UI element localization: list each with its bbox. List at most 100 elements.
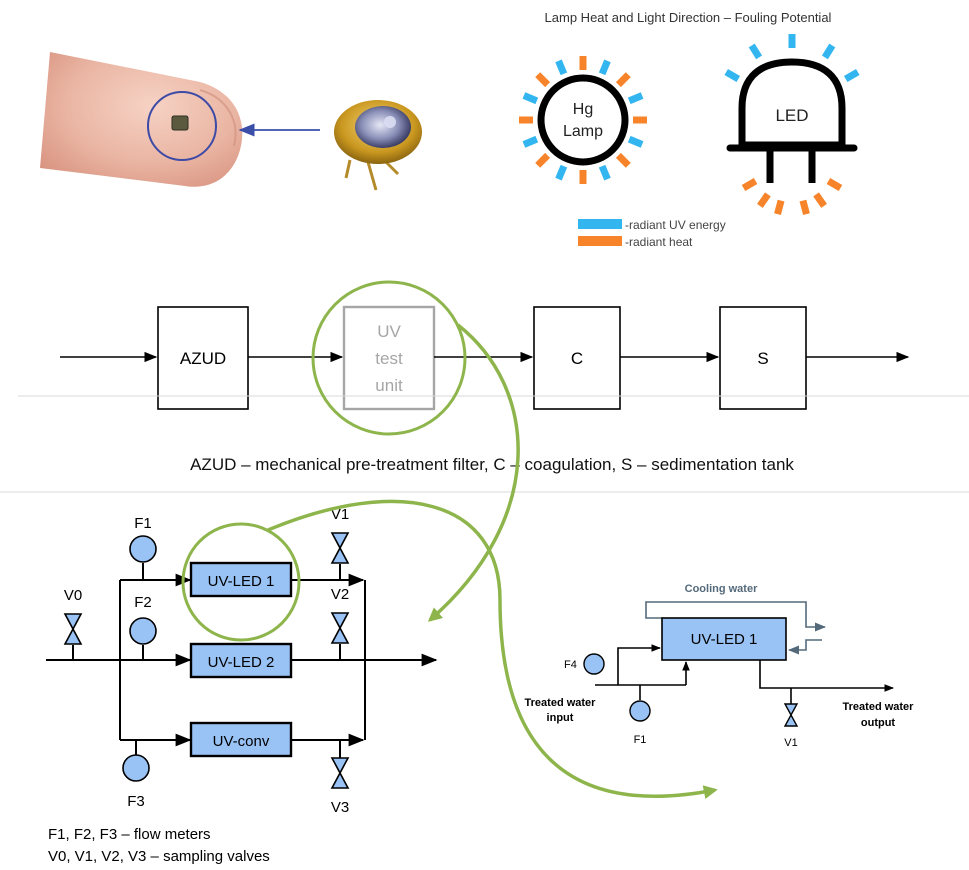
hg-uv-ray: [598, 59, 611, 76]
detail-output-label-line2: output: [861, 717, 896, 729]
radiation-legend: -radiant UV energy -radiant heat: [578, 218, 726, 249]
f2-label: F2: [134, 594, 152, 611]
uv-conv-box: [189, 721, 293, 758]
led-heat-ray: [741, 177, 758, 192]
led-heat-ray: [774, 199, 785, 216]
sampling-valve-v0: V0: [63, 587, 83, 660]
uv-conv-label: UV-conv: [213, 733, 270, 750]
process-train: AZUD UV test unit C S: [60, 305, 910, 411]
hg-uv-ray: [555, 164, 568, 181]
uv-test-unit-label-line1: UV: [377, 322, 401, 341]
fingertip-illustration: [40, 52, 243, 187]
hg-lamp-label-line1: Hg: [573, 101, 593, 118]
detail-flow-meter-f4: [583, 653, 605, 675]
zoom-arrow-setup-to-detail: [267, 499, 718, 799]
uv-test-unit-label-line2: test: [375, 349, 403, 368]
uv-test-unit-box: [342, 305, 436, 411]
uv-led-1-label: UV-LED 1: [208, 573, 275, 590]
coagulation-label: C: [571, 349, 583, 368]
hg-lamp-rays: [519, 56, 647, 184]
detail-input-label-line1: Treated water: [525, 697, 597, 709]
setup-legend-sampling-valves: V0, V1, V2, V3 – sampling valves: [48, 848, 270, 865]
f3-label: F3: [127, 793, 145, 810]
hg-heat-ray: [615, 72, 631, 88]
v3-label: V3: [331, 799, 349, 816]
cooling-loop-bottom: [787, 639, 822, 655]
f1-label: F1: [134, 515, 152, 532]
led-uv-ray: [724, 68, 741, 83]
legend-uv-label: -radiant UV energy: [625, 218, 726, 232]
led-heat-ray: [799, 199, 810, 216]
fouling-title: Lamp Heat and Light Direction – Fouling …: [545, 10, 832, 25]
sedimentation-label: S: [757, 349, 768, 368]
uv-led-detail: Cooling water UV-LED 1 F4 F1 Treated wat…: [525, 583, 915, 749]
experimental-setup: UV-LED 1 UV-LED 2 UV-conv F1 F2 F3: [46, 506, 438, 865]
sedimentation-box: [719, 306, 807, 410]
sampling-valve-v2: V2: [330, 586, 350, 660]
detail-uv-led-1-box: [661, 617, 787, 661]
zoom-callouts: [181, 280, 718, 799]
v0-label: V0: [64, 587, 82, 604]
fouling-potential-panel: Lamp Heat and Light Direction – Fouling …: [519, 10, 860, 249]
led-heat-ray: [826, 177, 843, 192]
uv-led-2-box: [189, 642, 293, 679]
hg-heat-ray: [615, 152, 631, 168]
led-icon: LED: [724, 34, 860, 216]
uv-test-unit-highlight-circle: [311, 280, 467, 436]
hg-uv-ray: [598, 164, 611, 181]
detail-f4-label: F4: [564, 659, 577, 671]
uv-led-2-label: UV-LED 2: [208, 654, 275, 671]
azud-box: [157, 306, 249, 410]
cooling-loop-top: [645, 601, 827, 632]
detail-f1-label: F1: [634, 734, 647, 746]
cooling-water-label: Cooling water: [685, 583, 758, 595]
zoom-arrow-process-to-setup: [427, 323, 520, 622]
detail-v1-label: V1: [784, 737, 797, 749]
sampling-valve-v1: V1: [330, 506, 350, 580]
uv-test-unit-label-line3: unit: [375, 376, 403, 395]
coagulation-box: [533, 306, 621, 410]
packaged-uv-led-illustration: [334, 100, 422, 191]
led-uv-ray: [748, 43, 763, 60]
led-rays: [724, 34, 860, 216]
hg-lamp-icon: Hg Lamp: [519, 56, 647, 184]
uv-led-1-highlight-circle: [181, 522, 301, 642]
detail-f4-bypass: [617, 644, 661, 685]
detail-sampling-valve-v1: [783, 703, 799, 727]
hg-uv-ray: [522, 92, 539, 105]
hg-uv-ray: [522, 135, 539, 148]
fingernail-shadow: [199, 89, 237, 147]
v2-label: V2: [331, 586, 349, 603]
hg-uv-ray: [555, 59, 568, 76]
led-photo-panel: [40, 52, 422, 191]
led-heat-ray: [813, 192, 827, 208]
hg-uv-ray: [627, 135, 644, 148]
detail-output-label-line1: Treated water: [843, 701, 915, 713]
chip-highlight-circle: [147, 91, 217, 161]
hg-heat-ray: [535, 72, 551, 88]
led-uv-ray: [843, 68, 860, 83]
uv-led-chip: [171, 115, 189, 131]
setup-legend-flow-meters: F1, F2, F3 – flow meters: [48, 826, 211, 843]
legend-heat-label: -radiant heat: [625, 235, 693, 249]
led-uv-ray: [821, 43, 836, 60]
flow-meter-f3: F3: [122, 740, 150, 810]
detail-uv-led-1-label: UV-LED 1: [691, 631, 758, 648]
process-caption: AZUD – mechanical pre-treatment filter, …: [190, 455, 794, 474]
hg-heat-ray: [535, 152, 551, 168]
legend-uv-swatch: [578, 219, 622, 229]
v1-label: V1: [331, 506, 349, 523]
legend-heat-swatch: [578, 236, 622, 246]
detail-input-label-line2: input: [547, 712, 574, 724]
flow-meter-f2: F2: [129, 594, 157, 660]
sampling-valve-v3: V3: [330, 740, 350, 816]
azud-label: AZUD: [180, 349, 226, 368]
flow-meter-f1: F1: [129, 515, 157, 580]
hg-uv-ray: [627, 92, 644, 105]
detail-outlet-pipe: [759, 660, 894, 692]
detail-flow-meter-f1: [629, 700, 651, 722]
led-label: LED: [775, 106, 808, 125]
led-heat-ray: [757, 192, 771, 208]
hg-lamp-label-line2: Lamp: [563, 123, 603, 140]
